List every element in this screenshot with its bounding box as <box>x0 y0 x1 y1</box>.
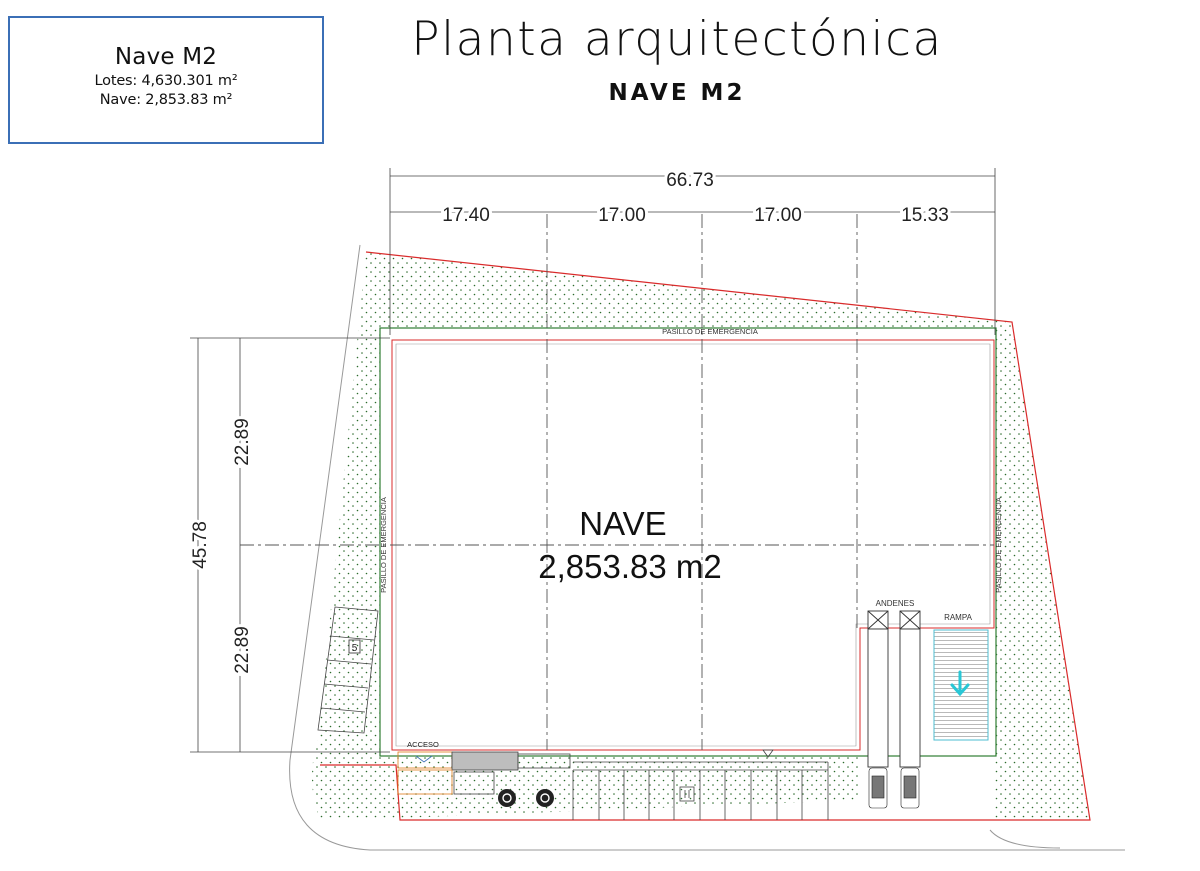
lot-area-text: Lotes: 4,630.301 m² <box>94 73 238 89</box>
dimension-depth-top: 22.89 <box>232 418 253 466</box>
rampa-label: RAMPA <box>944 613 973 622</box>
info-box: Nave M2 Lotes: 4,630.301 m² Nave: 2,853.… <box>8 16 324 144</box>
lot-boundary <box>320 251 1091 821</box>
dimension-total-width: 66.73 <box>666 170 714 191</box>
corridor-label-left: PASILLO DE EMERGENCIA <box>379 497 388 593</box>
dimension-bay-3: 17.00 <box>754 205 802 226</box>
dimension-total-depth: 45.78 <box>190 521 211 569</box>
column-grid <box>240 214 994 750</box>
truck-icon <box>868 767 920 809</box>
access-area <box>397 751 571 795</box>
parking-number: 5 <box>352 643 358 654</box>
nave-label: NAVE <box>579 505 666 542</box>
building-area-text: Nave: 2,853.83 m² <box>99 92 233 108</box>
entry-marker-icon <box>762 749 774 758</box>
dimension-bay-4: 15.33 <box>901 205 949 226</box>
acceso-label: ACCESO <box>407 740 439 749</box>
loading-docks <box>867 610 921 768</box>
parking-stalls-left <box>317 606 379 734</box>
dimension-bay-1: 17.40 <box>442 205 490 226</box>
parking-stalls-front <box>572 761 829 820</box>
accessible-parking-icon <box>498 789 554 807</box>
corridor-label-top: PASILLO DE EMERGENCIA <box>662 327 758 336</box>
info-box-title: Nave M2 <box>114 44 218 70</box>
andenes-label: ANDENES <box>876 599 915 608</box>
building-footprint <box>379 327 997 757</box>
dimension-lines <box>190 168 996 753</box>
nave-outline <box>391 339 995 751</box>
page-subtitle: NAVE M2 <box>608 80 746 106</box>
page-title: Planta arquitectónica <box>411 12 943 67</box>
dimension-bay-2: 17.00 <box>598 205 646 226</box>
dimension-depth-bottom: 22.89 <box>232 626 253 674</box>
corridor-label-right: PASILLO DE EMERGENCIA <box>994 497 1003 593</box>
nave-area-label: 2,853.83 m2 <box>538 548 721 585</box>
street-lines <box>289 244 1125 851</box>
ramp-arrow-icon <box>950 670 970 697</box>
